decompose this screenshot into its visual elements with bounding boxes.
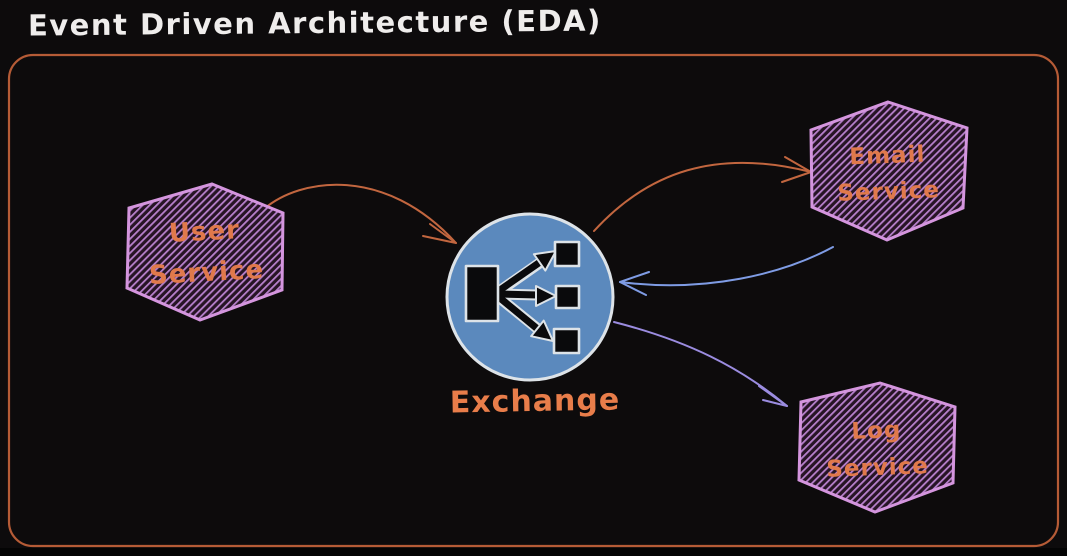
log-service-node: Log Service: [797, 410, 957, 489]
diagram-title: Event Driven Architecture (EDA): [27, 3, 602, 43]
frame-border: [7, 53, 1060, 548]
log-service-label-line2: Service: [825, 453, 930, 483]
bottom-bar: [0, 548, 1067, 556]
user-service-hexagon: [125, 182, 285, 322]
log-service-label-line1: Log: [850, 417, 902, 445]
exchange-node-label: Exchange: [449, 382, 621, 421]
edge-email-to-exchange: [619, 246, 834, 296]
fanout-exchange-icon: [464, 240, 581, 355]
email-service-label-line1: Email: [848, 141, 926, 171]
email-service-label-line2: Service: [836, 177, 941, 207]
edge-exchange-to-log: [613, 321, 788, 407]
user-service-node: User Service: [126, 208, 285, 298]
email-service-node: Email Service: [809, 135, 967, 212]
email-service-hexagon: [809, 100, 969, 242]
edge-exchange-to-email: [593, 156, 812, 232]
edge-user-to-exchange: [263, 183, 457, 244]
log-service-hexagon: [797, 381, 957, 514]
user-service-label-line2: Service: [148, 254, 265, 291]
